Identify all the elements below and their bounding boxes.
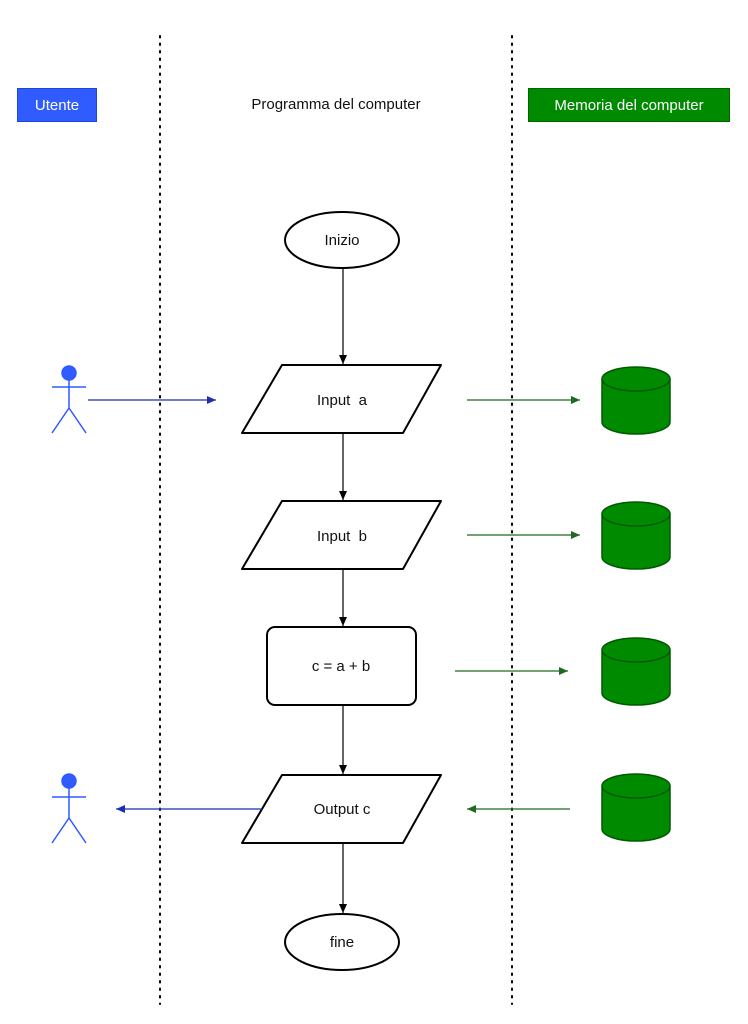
start-node-label: Inizio bbox=[324, 232, 359, 249]
user-actor-icon bbox=[51, 365, 87, 434]
input-b-label: Input b bbox=[317, 528, 367, 545]
user-actor-output-icon bbox=[51, 773, 87, 844]
lane-header-memory: Memoria del computer bbox=[528, 88, 730, 122]
memory-cylinder-output-icon bbox=[601, 773, 671, 842]
start-node: Inizio bbox=[284, 211, 400, 269]
end-node-label: fine bbox=[330, 934, 354, 951]
input-a-node: Input a bbox=[241, 364, 442, 434]
compute-node: c = a + b bbox=[266, 626, 417, 706]
lane-header-program: Programma del computer bbox=[251, 96, 421, 113]
memory-cylinder-b-icon bbox=[601, 501, 671, 570]
output-node: Output c bbox=[241, 774, 442, 844]
input-a-label: Input a bbox=[317, 392, 368, 409]
lane-header-user: Utente bbox=[17, 88, 97, 122]
memory-cylinder-c-icon bbox=[601, 637, 671, 706]
input-b-node: Input b bbox=[241, 500, 442, 570]
memory-cylinder-a-icon bbox=[601, 366, 671, 435]
end-node: fine bbox=[284, 913, 400, 971]
compute-label: c = a + b bbox=[312, 658, 370, 675]
output-label: Output c bbox=[314, 801, 371, 818]
